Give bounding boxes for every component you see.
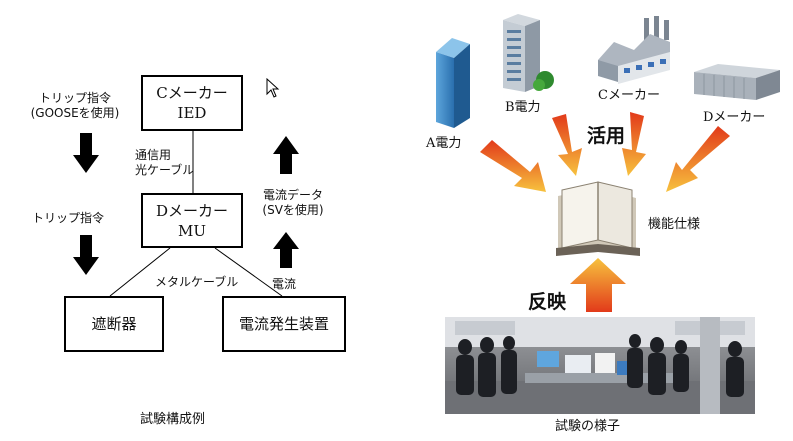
d-maker-warehouse-icon <box>694 64 780 100</box>
mu-label: MU <box>177 221 206 240</box>
use-label: 活用 <box>587 125 626 147</box>
function-spec-label: 機能仕様 <box>648 217 701 232</box>
arrow-a-to-spec-icon <box>480 140 546 192</box>
c-maker-label-right: Cメーカー <box>598 88 660 103</box>
test-scene-photo <box>445 317 755 414</box>
diagram-caption: 試験構成例 <box>140 412 206 427</box>
trip-label: トリップ指令 <box>32 211 105 225</box>
current-data-arrow-up-icon <box>273 136 299 174</box>
b-power-label: B電力 <box>505 100 541 115</box>
current-data-label: 電流データ (SVを使用) <box>262 188 324 217</box>
arrow-b-to-spec-icon <box>552 114 582 176</box>
d-maker-mu-box: Dメーカー MU <box>141 193 243 248</box>
arrow-d-to-spec-icon <box>666 126 730 192</box>
arrow-c-to-spec-icon <box>622 112 646 176</box>
current-label: 電流 <box>272 277 297 291</box>
test-scene-figures <box>445 317 755 414</box>
a-power-building-icon <box>436 38 470 128</box>
photo-caption: 試験の様子 <box>555 419 621 434</box>
breaker-box: 遮断器 <box>64 296 164 352</box>
d-maker-label: Dメーカー <box>155 201 229 220</box>
d-maker-label-right: Dメーカー <box>703 110 766 125</box>
a-power-label: A電力 <box>426 136 462 151</box>
function-spec-book-icon <box>556 181 640 256</box>
diagram-connectors <box>109 131 283 297</box>
c-maker-ied-box: Cメーカー IED <box>141 75 243 131</box>
current-arrow-up-icon <box>273 232 299 268</box>
reflect-label: 反映 <box>528 291 567 313</box>
ied-label: IED <box>177 104 207 122</box>
c-maker-factory-icon <box>598 16 670 84</box>
mouse-cursor-icon <box>266 78 280 98</box>
illustration-graphics <box>436 14 780 312</box>
b-power-building-icon <box>503 14 554 92</box>
current-generator-label: 電流発生装置 <box>238 315 329 333</box>
trip-goose-label: トリップ指令 (GOOSEを使用) <box>30 91 120 120</box>
arrow-reflect-up-icon <box>570 258 626 312</box>
metal-cable-line-left <box>109 247 171 297</box>
c-maker-label: Cメーカー <box>156 84 228 102</box>
breaker-label: 遮断器 <box>91 315 137 333</box>
metal-cable-label: メタルケーブル <box>155 275 239 289</box>
trip-arrow-down-icon <box>73 235 99 275</box>
current-generator-box: 電流発生装置 <box>222 296 346 352</box>
fiber-cable-label: 通信用 光ケーブル <box>135 148 195 177</box>
trip-goose-arrow-down-icon <box>73 133 99 173</box>
metal-cable-line-right <box>214 247 283 297</box>
